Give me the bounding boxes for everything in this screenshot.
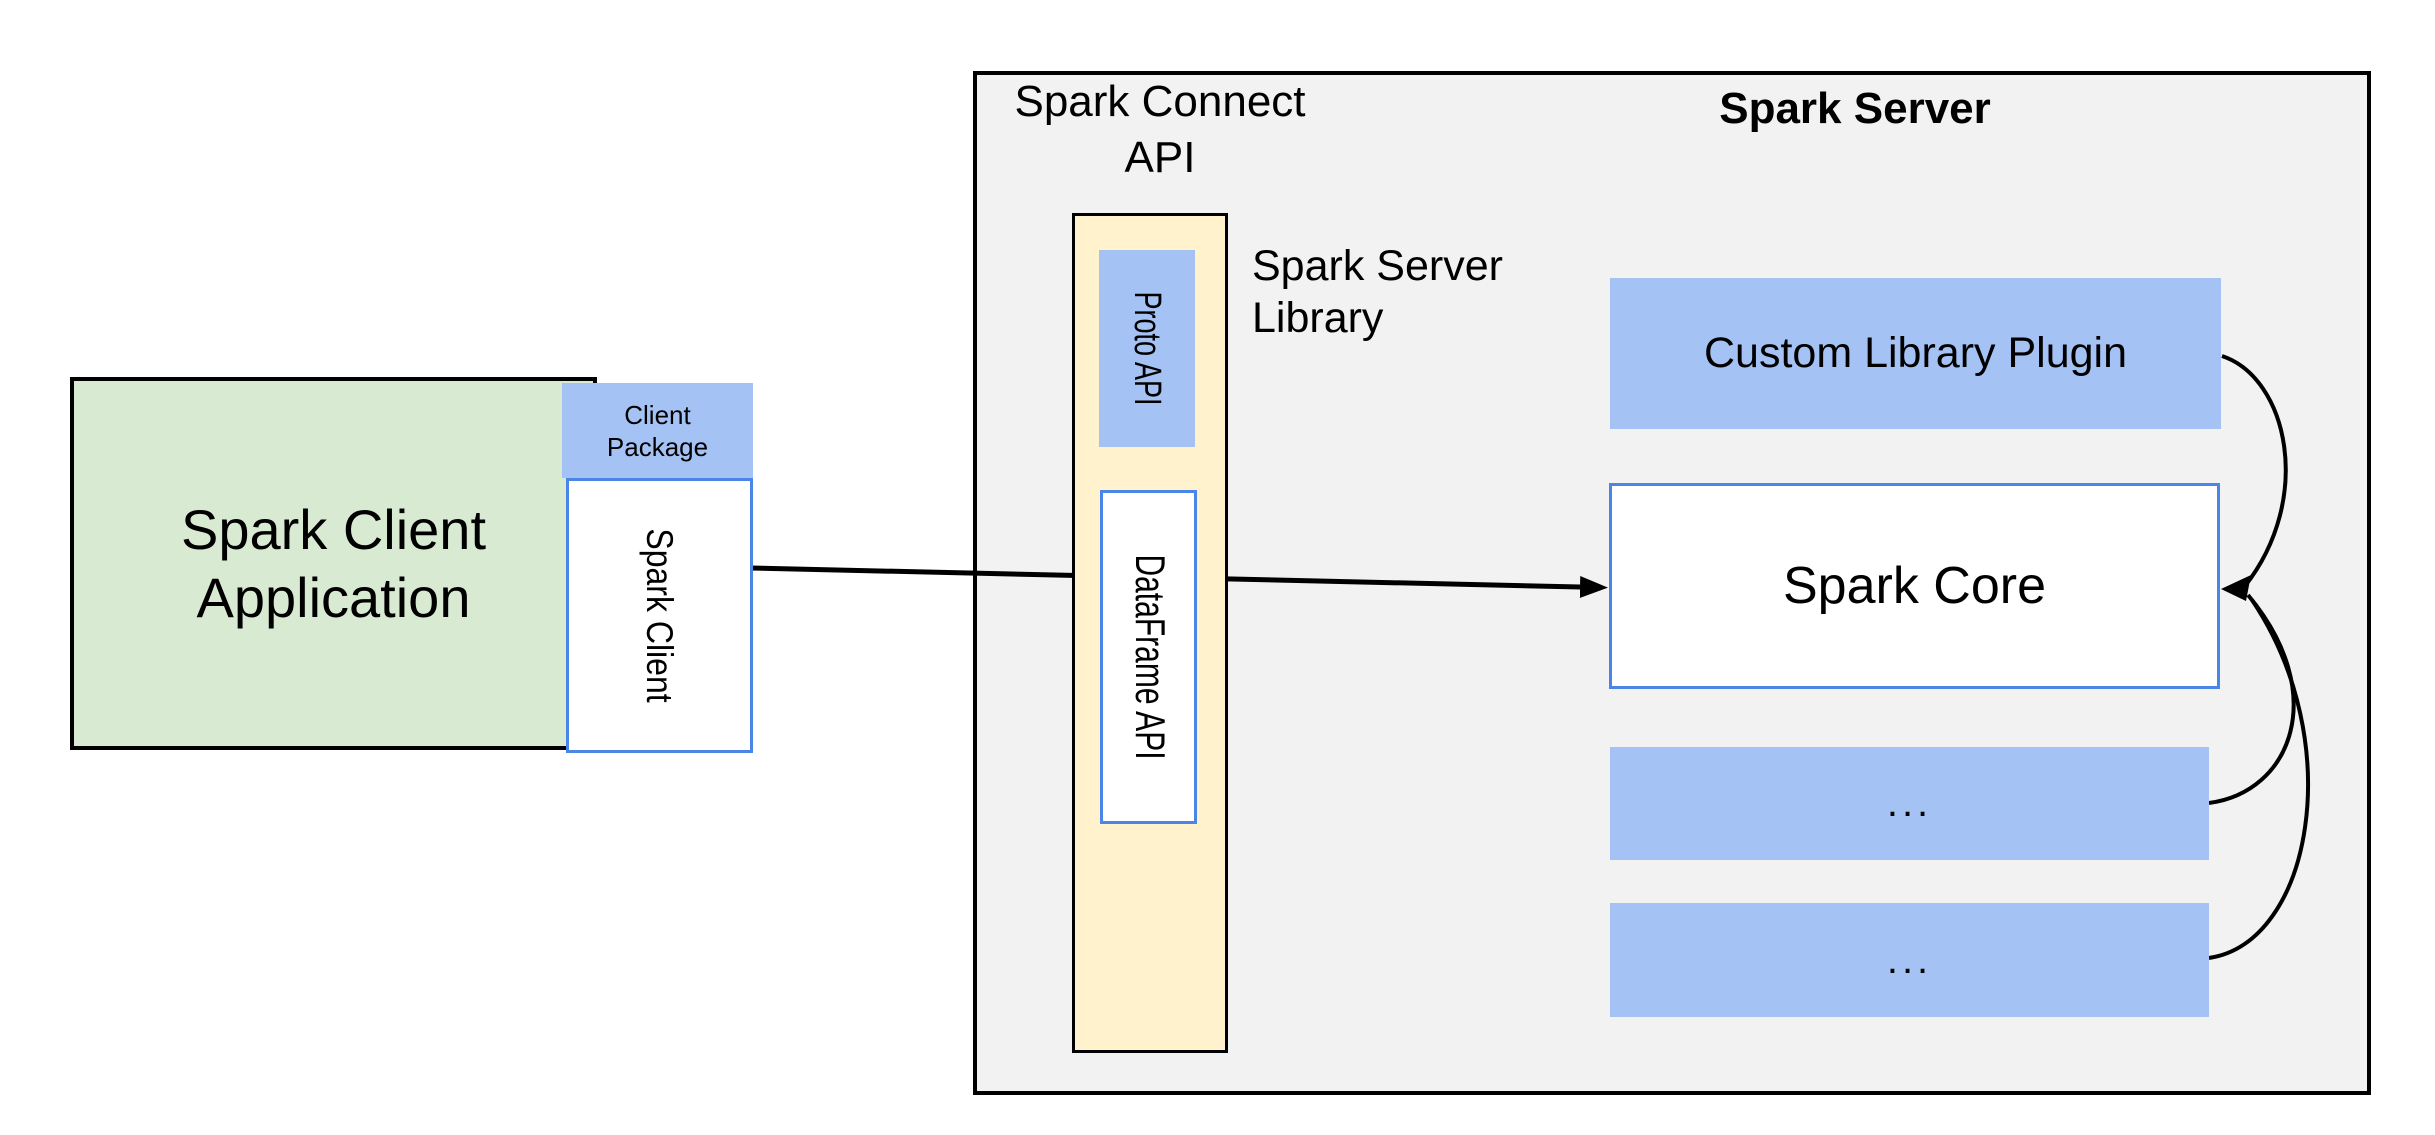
plugin-placeholder-box-2: ... [1610,903,2209,1017]
spark-connect-api-label-line2: API [1124,133,1196,182]
spark-client-application-label-line2: Application [196,565,471,629]
spark-server-title: Spark Server [1719,84,1991,133]
spark-server-library-label-line1: Spark Server [1252,242,1503,290]
dataframe-api-box: DataFrame API [1100,490,1197,824]
spark-connect-api-label: Spark Connect API [990,74,1330,186]
spark-connect-api-label-line1: Spark Connect [1014,77,1306,126]
client-package-box: Client Package [562,383,753,478]
custom-library-plugin-label: Custom Library Plugin [1703,329,2127,377]
dataframe-api-label: DataFrame API [1126,554,1173,760]
client-package-label-line1: Client [624,399,691,430]
proto-api-box: Proto API [1099,250,1195,447]
spark-client-label: Spark Client [639,528,681,703]
proto-api-label: Proto API [1126,291,1169,406]
spark-client-application-box: Spark Client Application [70,377,597,750]
client-package-label-line2: Package [606,431,709,462]
spark-core-box: Spark Core [1609,483,2220,689]
spark-client-application-label-line1: Spark Client [180,497,487,561]
spark-core-label: Spark Core [1783,557,2046,615]
plugin-placeholder-2-label: ... [1886,937,1933,982]
spark-client-box: Spark Client [566,478,753,753]
plugin-placeholder-1-label: ... [1886,781,1933,825]
custom-library-plugin-box: Custom Library Plugin [1610,278,2221,429]
plugin-placeholder-box-1: ... [1610,747,2209,860]
spark-server-library-label-line2: Library [1252,294,1384,342]
spark-connect-api-column [1072,213,1228,1053]
spark-server-library-label: Spark Server Library [1252,240,1612,344]
